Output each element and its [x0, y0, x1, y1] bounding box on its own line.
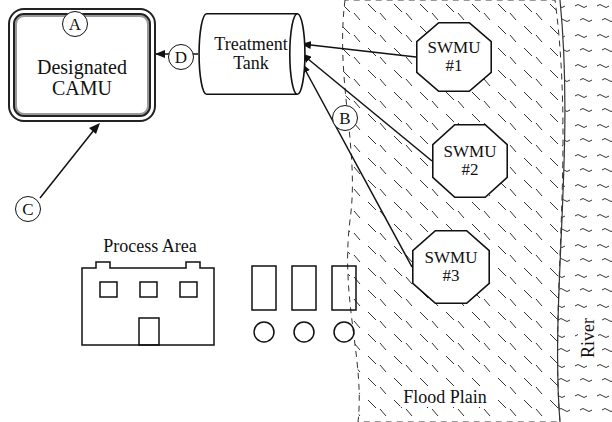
swmu-octagon: SWMU #3 [412, 230, 490, 304]
area-label: Process Area [103, 237, 196, 255]
treatment-tank: Treatment Tank [198, 12, 306, 96]
callout-letter: A [62, 11, 88, 37]
area-label: River [578, 315, 598, 361]
flow-arrow [302, 54, 432, 161]
node-label: Treatment Tank [210, 35, 292, 73]
node-label: SWMU #3 [422, 249, 480, 285]
node-label: SWMU #2 [442, 143, 498, 179]
callout-letter: C [15, 196, 41, 222]
flow-arrow [302, 64, 412, 267]
flow-arrow [302, 44, 416, 57]
swmu-octagon: SWMU #1 [416, 22, 492, 92]
process-building [82, 262, 214, 345]
leader-arrowhead [89, 123, 100, 134]
swmu-octagon: SWMU #2 [432, 124, 508, 198]
node-label: SWMU #1 [426, 39, 482, 75]
leader-line [40, 130, 94, 198]
callout-letter: B [332, 105, 358, 131]
node-label: Designated CAMU [15, 57, 149, 99]
river-bank [558, 0, 565, 422]
process-tanks [252, 266, 356, 342]
callout-letter: D [168, 44, 194, 70]
river [558, 0, 612, 422]
area-label: Flood Plain [400, 387, 490, 407]
flood-plain [343, 0, 563, 422]
